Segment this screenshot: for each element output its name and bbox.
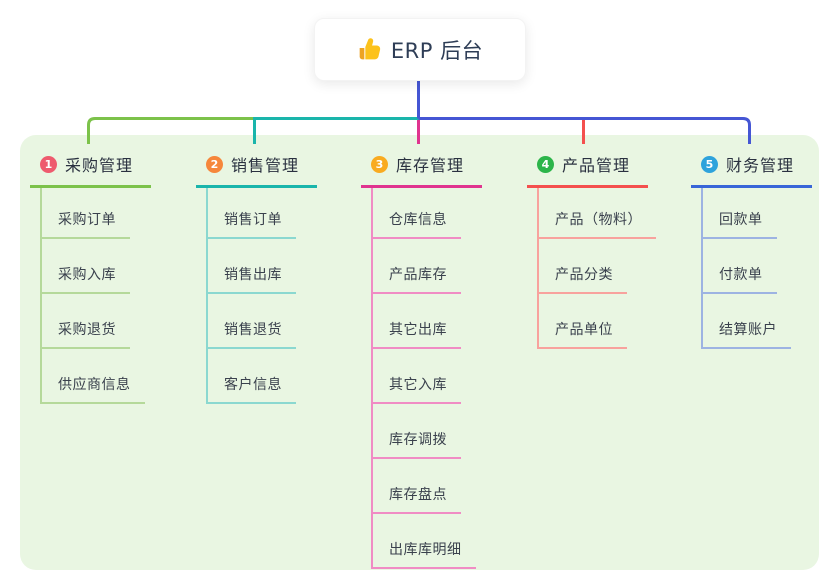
branch-number-badge: 3 — [371, 155, 388, 173]
root-node-erp: ERP 后台 — [314, 18, 526, 81]
child-node: 产品库存 — [373, 239, 461, 294]
child-node-label: 采购入库 — [58, 267, 116, 283]
child-node-label: 付款单 — [719, 267, 763, 283]
child-node: 库存盘点 — [373, 459, 461, 514]
branch-title: 产品管理 — [562, 156, 631, 175]
child-node-label: 出库库明细 — [389, 542, 462, 558]
child-node: 供应商信息 — [42, 349, 145, 404]
branch-column-4: 4 产品管理 产品（物料） 产品分类产品单位 — [527, 146, 656, 349]
branch-number-badge: 1 — [40, 155, 57, 173]
child-node-label: 其它出库 — [389, 322, 447, 338]
child-node-label: 销售出库 — [224, 267, 282, 283]
child-node-label: 供应商信息 — [58, 377, 131, 393]
branch-title: 库存管理 — [396, 156, 465, 175]
child-node: 产品分类 — [539, 239, 627, 294]
child-node-label: 产品单位 — [555, 322, 613, 338]
branch-title: 财务管理 — [726, 156, 795, 175]
branch-number-badge: 4 — [537, 155, 554, 173]
child-node: 销售退货 — [208, 294, 296, 349]
child-node-label: 采购订单 — [58, 212, 116, 228]
child-node: 产品（物料） — [539, 188, 656, 239]
root-node-title: ERP 后台 — [390, 38, 484, 63]
child-node: 出库库明细 — [373, 514, 476, 569]
child-node-label: 结算账户 — [719, 322, 777, 338]
child-node-label: 采购退货 — [58, 322, 116, 338]
child-node-label: 销售退货 — [224, 322, 282, 338]
child-node: 其它入库 — [373, 349, 461, 404]
child-node: 仓库信息 — [373, 188, 461, 239]
branch-children: 仓库信息产品库存其它出库其它入库库存调拨库存盘点出库库明细 — [371, 188, 482, 569]
child-node-label: 客户信息 — [224, 377, 282, 393]
branch-column-5: 5 财务管理 回款单付款单结算账户 — [691, 146, 813, 349]
child-node-label: 其它入库 — [389, 377, 447, 393]
branch-children: 销售订单销售出库销售退货客户信息 — [206, 188, 317, 404]
branch-title: 采购管理 — [65, 156, 134, 175]
child-node: 采购订单 — [42, 188, 130, 239]
child-node-label: 销售订单 — [224, 212, 282, 228]
child-node: 客户信息 — [208, 349, 296, 404]
branches-panel — [20, 135, 819, 570]
branch-column-2: 2 销售管理 销售订单销售出库销售退货客户信息 — [196, 146, 318, 404]
child-node-label: 库存盘点 — [389, 487, 447, 503]
child-node-label: 产品分类 — [555, 267, 613, 283]
child-node: 产品单位 — [539, 294, 627, 349]
child-node: 销售出库 — [208, 239, 296, 294]
child-node: 采购退货 — [42, 294, 130, 349]
child-node-label: 产品库存 — [389, 267, 447, 283]
child-node: 采购入库 — [42, 239, 130, 294]
child-node: 库存调拨 — [373, 404, 461, 459]
branch-header: 3 库存管理 — [361, 146, 483, 188]
child-node-label: 回款单 — [719, 212, 763, 228]
branch-title: 销售管理 — [231, 156, 300, 175]
child-node-label: 产品（物料） — [555, 212, 642, 228]
child-node: 回款单 — [703, 188, 777, 239]
branch-header: 1 采购管理 — [30, 146, 152, 188]
branch-header: 4 产品管理 — [527, 146, 649, 188]
thumbs-up-icon — [359, 37, 381, 59]
child-node: 结算账户 — [703, 294, 791, 349]
branch-children: 产品（物料） 产品分类产品单位 — [537, 188, 656, 349]
branch-number-badge: 5 — [701, 155, 718, 173]
branch-number-badge: 2 — [206, 155, 223, 173]
branch-header: 5 财务管理 — [691, 146, 813, 188]
branch-children: 回款单付款单结算账户 — [701, 188, 812, 349]
branch-children: 采购订单采购入库采购退货供应商信息 — [40, 188, 151, 404]
branch-column-3: 3 库存管理 仓库信息产品库存其它出库其它入库库存调拨库存盘点出库库明细 — [361, 146, 483, 569]
child-node-label: 库存调拨 — [389, 432, 447, 448]
branch-header: 2 销售管理 — [196, 146, 318, 188]
child-node: 其它出库 — [373, 294, 461, 349]
branch-column-1: 1 采购管理 采购订单采购入库采购退货供应商信息 — [30, 146, 152, 404]
child-node: 销售订单 — [208, 188, 296, 239]
child-node-label: 仓库信息 — [389, 212, 447, 228]
child-node: 付款单 — [703, 239, 777, 294]
